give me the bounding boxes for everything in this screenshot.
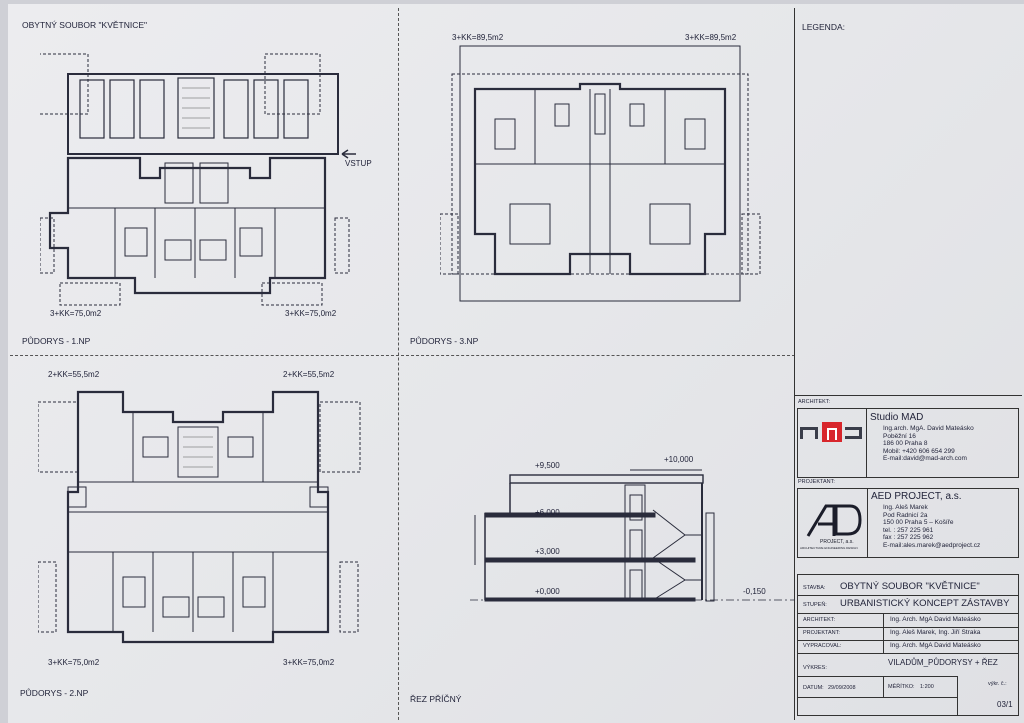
col-divider [883, 676, 884, 697]
stavba-value: OBYTNÝ SOUBOR "KVĚTNICE" [840, 581, 980, 592]
designer-contact: Ing. Aleš Marek Pod Radnicí 2a 150 00 Pr… [883, 504, 980, 550]
project-title: OBYTNÝ SOUBOR "KVĚTNICE" [22, 20, 148, 30]
contact-line: Pod Radnicí 2a [883, 511, 928, 519]
level-mark: +3,000 [535, 547, 560, 556]
stupen-label: STUPEŇ: [803, 602, 827, 608]
col-divider [957, 676, 958, 716]
contact-line: E-mail:ales.marek@aedproject.cz [883, 541, 981, 549]
cislo-label: výkr. č.: [988, 681, 1007, 687]
row-divider [797, 676, 957, 677]
contact-line: 150 00 Praha 5 – Košíře [883, 519, 954, 527]
plan-title-1np: PŮDORYS - 1.NP [22, 336, 91, 346]
plan-title-2np: PŮDORYS - 2.NP [20, 688, 89, 698]
title-block [797, 574, 1019, 716]
row-divider [797, 640, 1019, 641]
row-divider [797, 613, 1019, 614]
projektant-value: Ing. Aleš Marek, Ing. Jiří Straka [890, 629, 981, 636]
row-divider [797, 697, 957, 698]
vypracoval-label: VYPRACOVAL: [803, 643, 842, 649]
col-divider [883, 613, 884, 653]
svg-text:ARCHITECTURE ENGINEERING DESIG: ARCHITECTURE ENGINEERING DESIGN [800, 546, 858, 550]
drawing-sheet [8, 4, 1024, 723]
architekt-value: Ing. Arch. MgA David Mateásko [890, 616, 981, 623]
contact-line: fax : 257 225 962 [883, 534, 934, 542]
svg-text:PROJECT, a.s.: PROJECT, a.s. [820, 539, 854, 545]
floor-plan-3np [440, 45, 761, 302]
area-label: 3+KK=89,5m2 [452, 33, 504, 42]
architect-box [797, 408, 1019, 478]
section-title: ŘEZ PŘÍČNÝ [410, 694, 462, 704]
contact-line: E-mail:david@mad-arch.com [883, 455, 967, 463]
projektant-label: PROJEKTANT: [803, 630, 840, 636]
cross-section-drawing [470, 469, 795, 602]
contact-line: 186 00 Praha 8 [883, 440, 928, 448]
designer-name: AED PROJECT, a.s. [871, 491, 962, 502]
area-label: 3+KK=75,0m2 [285, 309, 337, 318]
aed-logo: PROJECT, a.s. ARCHITECTURE ENGINEERING D… [800, 504, 862, 550]
cislo-value: 03/1 [997, 700, 1013, 709]
row-divider [797, 595, 1019, 596]
level-mark: +9,500 [535, 461, 560, 470]
area-label: 2+KK=55,5m2 [48, 370, 100, 379]
level-mark: -0,150 [743, 587, 766, 596]
level-mark: +10,000 [664, 455, 694, 464]
area-label: 3+KK=75,0m2 [48, 658, 100, 667]
meritko-value: 1:200 [920, 684, 934, 690]
contact-line: Poběžní 16 [883, 432, 916, 440]
contact-line: Ing.arch. MgA. David Mateásko [883, 425, 974, 432]
row-divider [797, 653, 1019, 654]
vypracoval-value: Ing. Arch. MgA David Mateásko [890, 642, 981, 649]
box-divider [866, 408, 867, 478]
architect-label: ARCHITEKT: [798, 399, 831, 405]
stavba-label: STAVBA: [803, 585, 826, 591]
meritko-label: MĚŘÍTKO: [888, 684, 915, 690]
divider-horizontal [10, 355, 795, 356]
floor-plan-2np [38, 390, 361, 644]
architect-name: Studio MAD [870, 412, 924, 423]
mad-logo [800, 420, 862, 444]
vykres-value: VILADŮM_PŮDORYSY + ŘEZ [888, 658, 998, 667]
area-label: 2+KK=55,5m2 [283, 370, 335, 379]
area-label: 3+KK=89,5m2 [685, 33, 737, 42]
stupen-value: URBANISTICKÝ KONCEPT ZÁSTAVBY [840, 598, 1010, 609]
level-mark: +0,000 [535, 587, 560, 596]
vykres-label: VÝKRES: [803, 665, 827, 671]
entrance-label: VSTUP [345, 159, 372, 168]
datum-value: 29/09/2008 [828, 685, 856, 691]
area-label: 3+KK=75,0m2 [50, 309, 102, 318]
floor-plan-1np [40, 53, 356, 306]
datum-label: DATUM: [803, 685, 824, 691]
designer-label: PROJEKTANT: [798, 479, 835, 485]
area-label: 3+KK=75,0m2 [283, 658, 335, 667]
architect-contact: Ing.arch. MgA. David Mateásko Poběžní 16… [883, 425, 974, 463]
title-column-border [794, 8, 795, 720]
legend-title: LEGENDA: [802, 22, 845, 32]
architekt-label: ARCHITEKT: [803, 617, 836, 623]
contact-line: Mobil: +420 606 654 299 [883, 447, 955, 455]
designer-box [797, 488, 1019, 558]
contact-line: Ing. Aleš Marek [883, 504, 928, 511]
legend-bottom-border [794, 395, 1022, 396]
contact-line: tel. : 257 225 961 [883, 526, 934, 534]
box-divider [867, 488, 868, 558]
level-mark: +6,000 [535, 508, 560, 517]
row-divider [797, 627, 1019, 628]
divider-vertical [398, 8, 399, 720]
plan-title-3np: PŮDORYS - 3.NP [410, 336, 479, 346]
